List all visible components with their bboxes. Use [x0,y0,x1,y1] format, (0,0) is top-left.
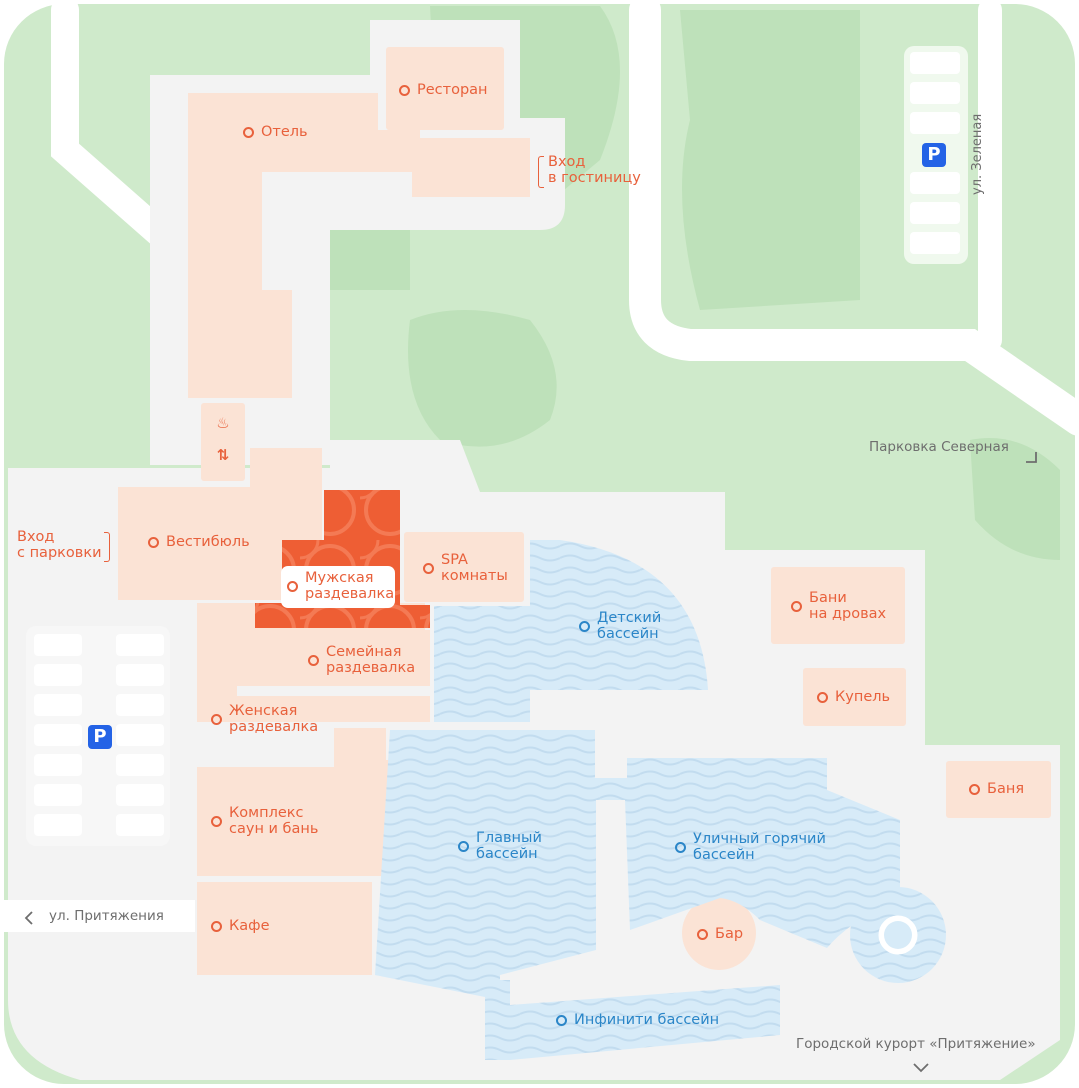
resort-name-label: Городской курорт «Притяжение» [796,1036,1036,1052]
label-main-pool[interactable]: Главный бассейн [458,830,542,862]
pin-icon [675,841,686,853]
chevron-down-icon [913,1063,929,1073]
pin-icon [969,783,980,795]
label-font[interactable]: Купель [817,689,890,705]
parking-icon: P [88,725,112,749]
parking-icon: P [922,143,946,167]
label-sauna-complex[interactable]: Комплекс саун и бань [211,805,318,837]
pin-icon [556,1014,567,1026]
corner-arrow-icon [1026,452,1037,463]
pin-icon [697,928,708,940]
hotel-entrance-label[interactable]: Вход в гостиницу [548,154,641,186]
label-bath[interactable]: Баня [969,781,1024,797]
label-mens-locker[interactable]: Мужская раздевалка [287,570,394,602]
parking-entrance-label[interactable]: Вход с парковки [17,529,102,561]
label-womens-locker[interactable]: Женская раздевалка [211,703,318,735]
stairs-arrows-icon: ⇅ [216,446,230,464]
north-parking-label[interactable]: Парковка Северная [869,439,1009,455]
label-restaurant[interactable]: Ресторан [399,82,488,98]
pools [375,540,946,1060]
pin-icon [579,620,590,632]
label-spa-rooms[interactable]: SPA комнаты [423,552,508,584]
pin-icon [211,920,222,932]
label-hotel[interactable]: Отель [243,124,308,140]
label-wood-bath[interactable]: Бани на дровах [791,590,886,622]
pin-icon [243,126,254,138]
pin-icon [399,84,410,96]
pin-icon [423,562,434,574]
label-cafe[interactable]: Кафе [211,918,270,934]
pin-icon [211,815,222,827]
chevron-left-icon [24,911,33,925]
label-lobby[interactable]: Вестибюль [148,534,250,550]
pin-icon [817,691,828,703]
label-kids-pool[interactable]: Детский бассейн [579,610,661,642]
buildings [118,47,1051,975]
label-outdoor-hot-pool[interactable]: Уличный горячий бассейн [675,831,826,863]
roads [51,0,1079,436]
label-infinity-pool[interactable]: Инфинити бассейн [556,1012,719,1028]
label-family-locker[interactable]: Семейная раздевалка [308,644,415,676]
pin-icon [308,654,319,666]
street-zelenaya: ул. Зеленая [970,113,985,195]
street-prityazheniya: ул. Притяжения [49,908,164,924]
pin-icon [458,840,469,852]
sauna-heat-icon: ♨ [216,414,230,432]
hotel-entrance-bracket [538,156,544,188]
label-bar[interactable]: Бар [697,926,743,942]
pin-icon [287,580,298,592]
pin-icon [148,536,159,548]
parking-entrance-bracket [104,532,110,562]
pin-icon [791,600,802,612]
mens-locker-chip[interactable]: Мужская раздевалка [281,566,395,608]
pin-icon [211,713,222,725]
